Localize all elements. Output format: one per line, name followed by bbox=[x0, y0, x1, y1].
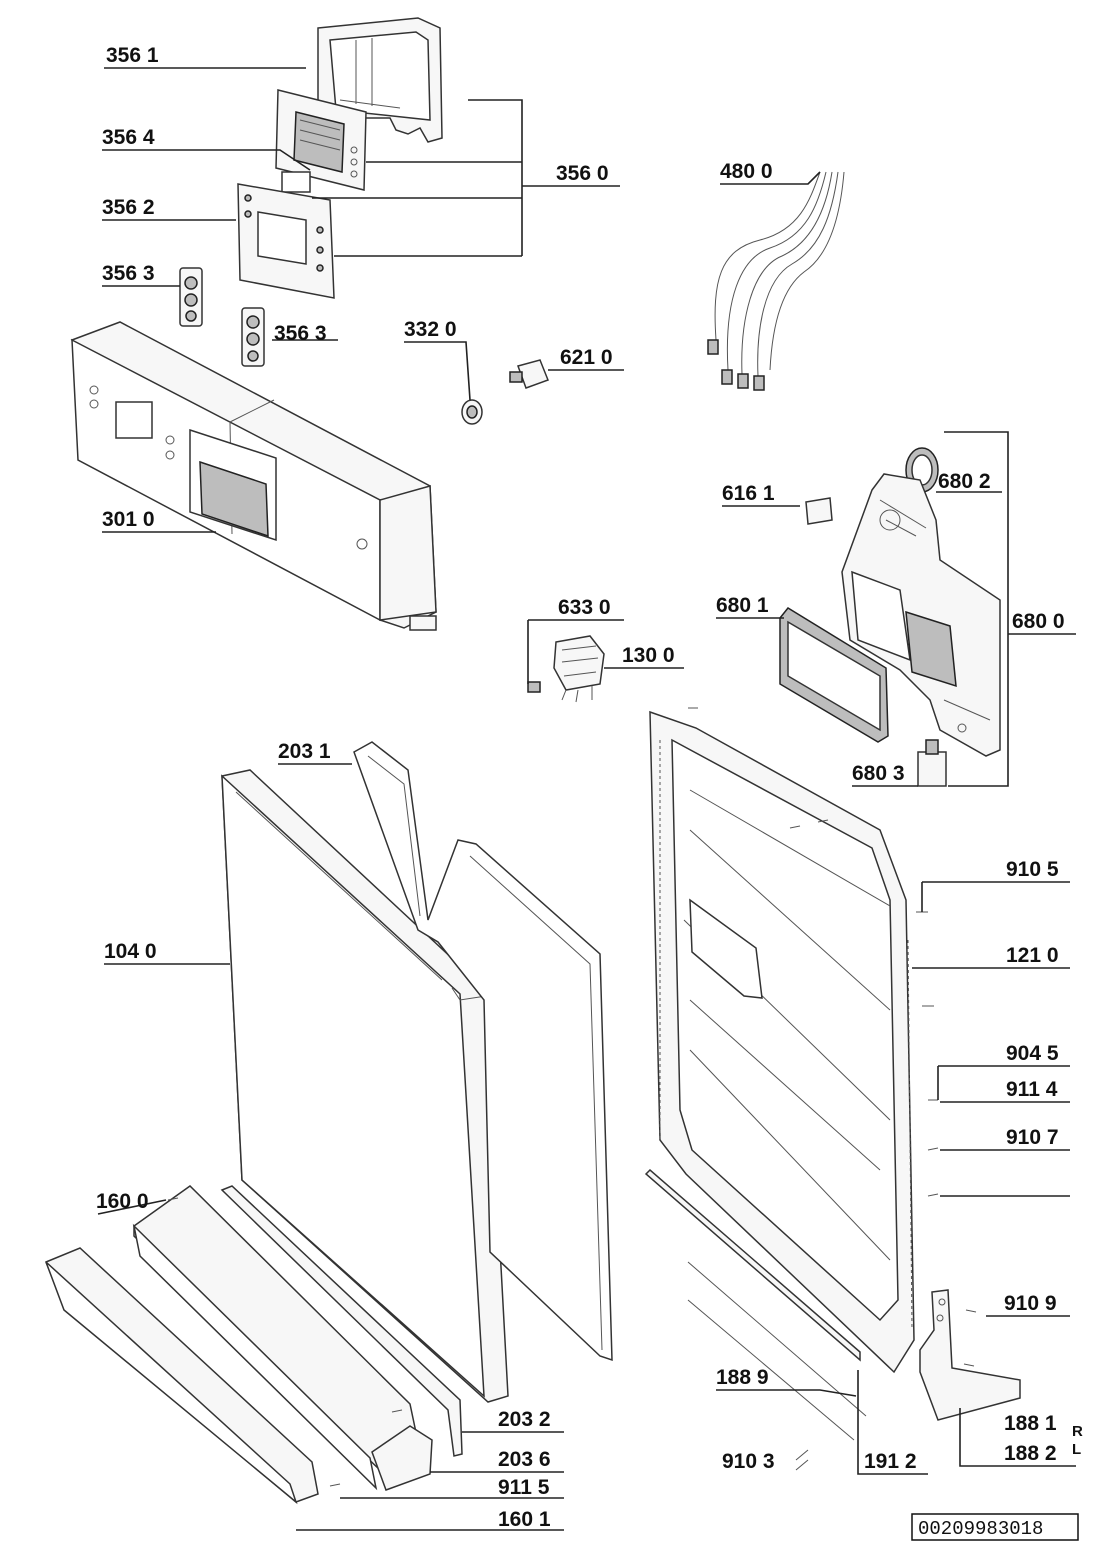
part-203-6-block bbox=[371, 1425, 433, 1491]
label-904-5: 904 5 bbox=[1006, 1042, 1059, 1065]
label-356-0: 356 0 bbox=[556, 162, 609, 185]
label-130-0: 130 0 bbox=[622, 644, 675, 667]
part-680-3-sensor bbox=[917, 739, 947, 787]
part-121-0-inner-door bbox=[649, 710, 915, 1374]
part-616-1-clip bbox=[805, 497, 833, 525]
part-356-4-window bbox=[281, 171, 311, 193]
label-203-1: 203 1 bbox=[278, 740, 331, 763]
label-633-0: 633 0 bbox=[558, 596, 611, 619]
part-130-0-door-lock bbox=[553, 635, 605, 703]
label-160-0: 160 0 bbox=[96, 1190, 149, 1213]
part-332-0-knob bbox=[461, 399, 483, 425]
label-356-2: 356 2 bbox=[102, 196, 155, 219]
document-number: 00209983018 bbox=[918, 1518, 1043, 1540]
label-188-1: 188 1 bbox=[1004, 1412, 1057, 1435]
part-356-3-button-right bbox=[241, 307, 265, 367]
label-910-7: 910 7 bbox=[1006, 1126, 1059, 1149]
part-356-0-control-board bbox=[275, 89, 367, 191]
label-188-2: 188 2 bbox=[1004, 1442, 1057, 1465]
part-160-1-plinth-outer bbox=[45, 1247, 319, 1505]
label-104-0: 104 0 bbox=[104, 940, 157, 963]
part-680-0-dosing-unit bbox=[841, 473, 1001, 757]
label-203-6: 203 6 bbox=[498, 1448, 551, 1471]
label-356-3-left: 356 3 bbox=[102, 262, 155, 285]
label-356-3-right: 356 3 bbox=[274, 322, 327, 345]
label-911-4: 911 4 bbox=[1006, 1078, 1058, 1101]
label-191-2: 191 2 bbox=[864, 1450, 917, 1473]
label-121-0: 121 0 bbox=[1006, 944, 1059, 967]
part-356-2-display-board bbox=[237, 183, 335, 299]
label-356-1: 356 1 bbox=[106, 44, 159, 67]
part-labels: 356 1 356 4 356 0 356 2 356 3 356 3 332 … bbox=[96, 44, 1083, 1531]
part-203-2-strip bbox=[220, 1185, 463, 1457]
label-356-4: 356 4 bbox=[102, 126, 155, 149]
label-301-0: 301 0 bbox=[102, 508, 155, 531]
part-203-1-insulation bbox=[353, 741, 613, 1362]
part-301-0-control-panel bbox=[70, 321, 437, 631]
label-160-1: 160 1 bbox=[498, 1508, 551, 1531]
part-160-0-plinth-inner bbox=[132, 1185, 419, 1491]
part-633-0-connector bbox=[527, 681, 541, 693]
label-621-0: 621 0 bbox=[560, 346, 613, 369]
part-680-1-gasket bbox=[779, 607, 889, 743]
part-104-0-outer-door bbox=[221, 769, 509, 1403]
label-616-1: 616 1 bbox=[722, 482, 775, 505]
part-621-0-switch bbox=[509, 359, 549, 389]
screws bbox=[167, 707, 977, 1487]
part-188-1-hinge bbox=[919, 1289, 1021, 1421]
part-480-0-wiring-harness bbox=[707, 171, 845, 391]
label-203-2: 203 2 bbox=[498, 1408, 551, 1431]
label-680-3: 680 3 bbox=[852, 762, 905, 785]
label-680-2: 680 2 bbox=[938, 470, 991, 493]
label-680-1: 680 1 bbox=[716, 594, 769, 617]
label-332-0: 332 0 bbox=[404, 318, 457, 341]
part-188-9-rail bbox=[644, 1168, 867, 1441]
label-side-r: R bbox=[1072, 1423, 1083, 1440]
label-480-0: 480 0 bbox=[720, 160, 773, 183]
label-910-5: 910 5 bbox=[1006, 858, 1059, 881]
label-side-l: L bbox=[1072, 1441, 1081, 1458]
label-910-3: 910 3 bbox=[722, 1450, 775, 1473]
part-356-3-button-left bbox=[179, 267, 203, 327]
label-188-9: 188 9 bbox=[716, 1366, 769, 1389]
label-911-5: 911 5 bbox=[498, 1476, 550, 1499]
document-number-box: 00209983018 bbox=[911, 1513, 1079, 1541]
label-680-0: 680 0 bbox=[1012, 610, 1065, 633]
label-910-9: 910 9 bbox=[1004, 1292, 1057, 1315]
leader-lines bbox=[97, 67, 1076, 1531]
